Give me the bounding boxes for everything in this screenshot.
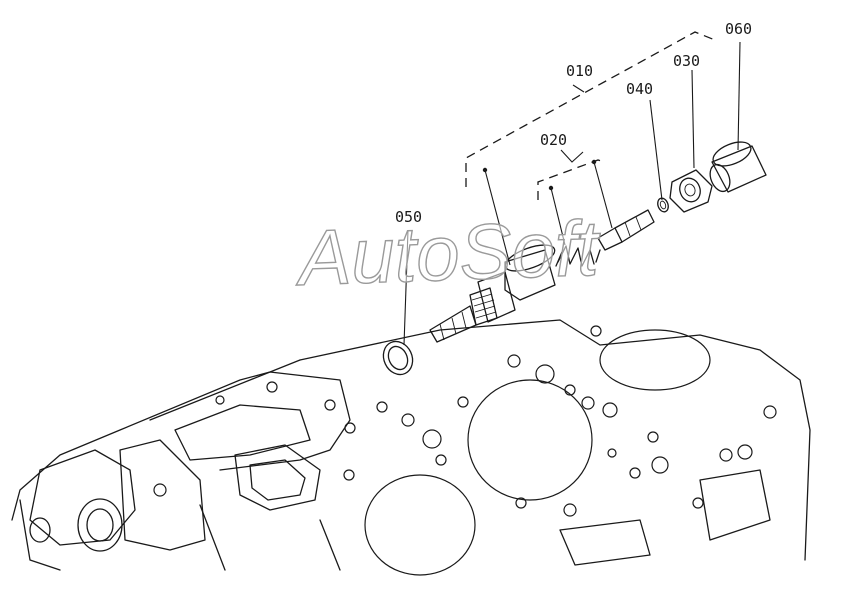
engine-block-drawing [11,319,811,576]
callout-010: 010 [566,62,593,80]
callout-050: 050 [395,208,422,226]
bracket-010 [465,31,716,187]
cap-part-060 [709,141,767,193]
bracket-020 [537,149,605,200]
callout-060: 060 [725,20,752,38]
callout-030: 030 [673,52,700,70]
leader-lines [403,41,741,346]
callout-040: 040 [626,80,653,98]
watermark-logo: AutoSoft [294,203,603,302]
o-ring-part-040 [657,197,669,213]
washer-part-050 [382,340,414,376]
nut-part-030 [669,169,713,213]
plunger-part-020 [597,209,655,251]
valve-body-part-010 [429,244,556,343]
callout-020: 020 [540,131,567,149]
spring-part-020 [555,245,601,267]
